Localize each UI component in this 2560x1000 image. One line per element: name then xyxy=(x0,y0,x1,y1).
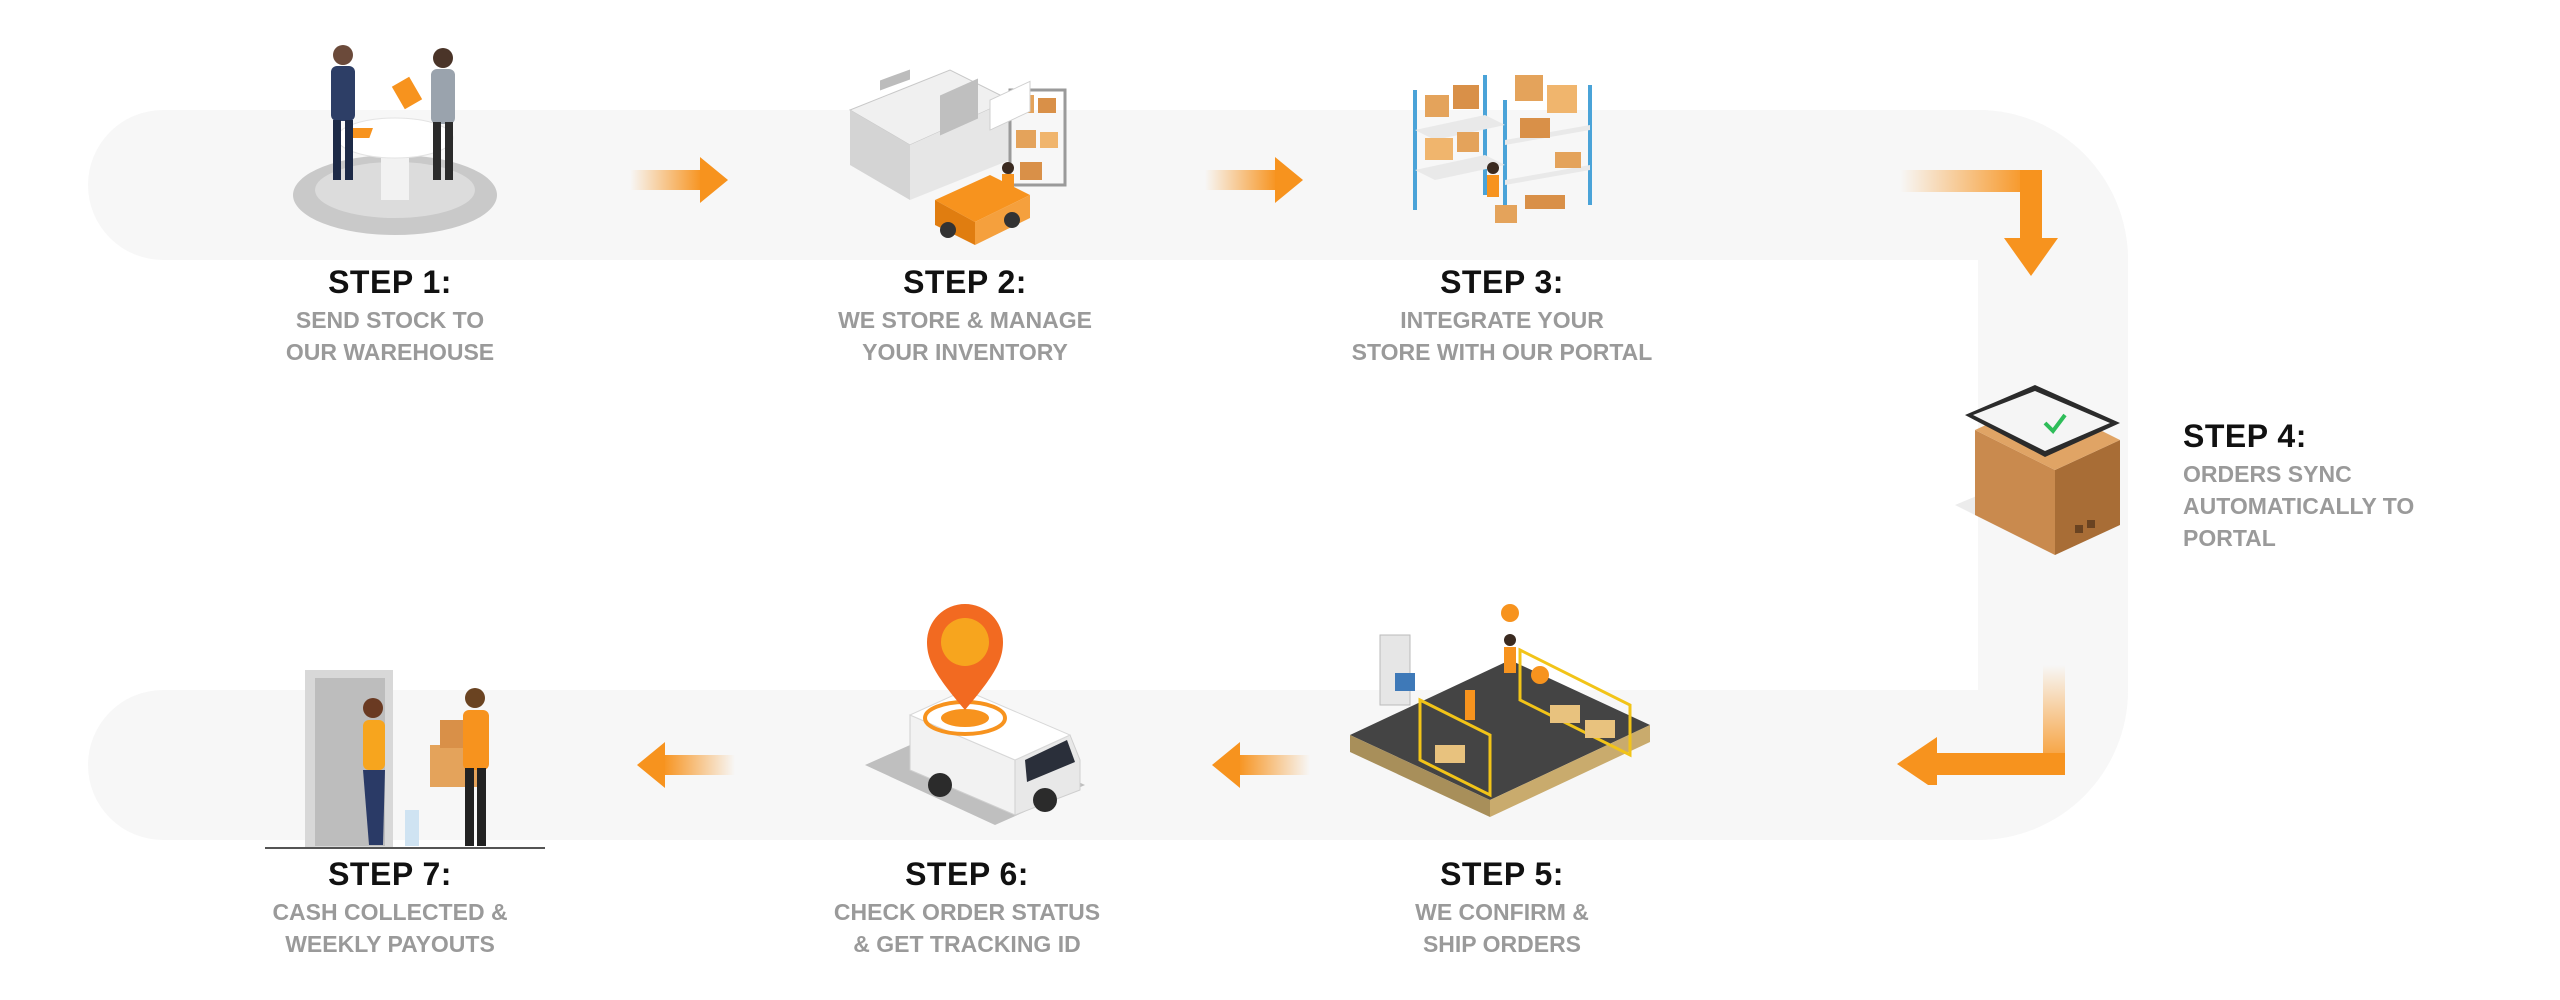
step-5-line-2: SHIP ORDERS xyxy=(1422,931,1582,957)
step-6-description: CHECK ORDER STATUS & GET TRACKING ID xyxy=(834,896,1100,960)
step-5-description: WE CONFIRM & SHIP ORDERS xyxy=(1415,896,1589,960)
robotic-warehouse-icon xyxy=(1350,604,1650,817)
step-5-title: STEP 5: xyxy=(1440,856,1564,892)
box-tablet-icon xyxy=(1955,385,2120,555)
step-3-line-1: INTEGRATE YOUR xyxy=(1400,307,1604,333)
step-7-line-1: CASH COLLECTED & xyxy=(272,899,508,925)
step-6-title: STEP 6: xyxy=(905,856,1029,892)
step-4-line-3: PORTAL xyxy=(2183,525,2276,551)
shelving-boxes-icon xyxy=(1413,75,1592,223)
van-location-pin-icon xyxy=(865,604,1085,825)
step-4-title: STEP 4: xyxy=(2183,418,2307,454)
arrow-corner-left-icon xyxy=(1897,665,2065,785)
step-2-description: WE STORE & MANAGE YOUR INVENTORY xyxy=(838,304,1092,368)
arrow-left-icon xyxy=(637,742,735,788)
step-1-title: STEP 1: xyxy=(328,264,452,300)
step-7-line-2: WEEKLY PAYOUTS xyxy=(285,931,495,957)
step-1-description: SEND STOCK TO OUR WAREHOUSE xyxy=(286,304,494,368)
step-2-line-1: WE STORE & MANAGE xyxy=(838,307,1092,333)
arrow-right-icon xyxy=(1205,157,1303,203)
step-7-description: CASH COLLECTED & WEEKLY PAYOUTS xyxy=(272,896,507,960)
step-7-title: STEP 7: xyxy=(328,856,452,892)
arrow-left-icon xyxy=(1212,742,1310,788)
courier-delivery-icon xyxy=(265,670,545,849)
flow-track-bottom xyxy=(88,690,2128,840)
warehouse-truck-icon xyxy=(848,69,1067,245)
meeting-table-icon xyxy=(293,45,497,235)
step-1-line-2: OUR WAREHOUSE xyxy=(285,339,495,365)
step-5-line-1: WE CONFIRM & xyxy=(1415,899,1589,925)
step-4-line-1: ORDERS SYNC xyxy=(2183,461,2352,487)
step-4-line-2: AUTOMATICALLY TO xyxy=(2183,493,2415,519)
step-3-description: INTEGRATE YOUR STORE WITH OUR PORTAL xyxy=(1352,304,1653,368)
step-2-title: STEP 2: xyxy=(903,264,1027,300)
arrow-right-icon xyxy=(630,157,728,203)
step-6-line-2: & GET TRACKING ID xyxy=(853,931,1081,957)
step-6-line-1: CHECK ORDER STATUS xyxy=(833,899,1101,925)
step-1-line-1: SEND STOCK TO xyxy=(295,307,485,333)
flow-track-inner xyxy=(1880,260,1978,690)
step-3-title: STEP 3: xyxy=(1440,264,1564,300)
arrow-corner-down-icon xyxy=(1900,170,2058,276)
step-4-description: ORDERS SYNC AUTOMATICALLY TO PORTAL xyxy=(2183,458,2414,554)
step-3-line-2: STORE WITH OUR PORTAL xyxy=(1351,339,1653,365)
step-2-line-2: YOUR INVENTORY xyxy=(862,339,1068,365)
